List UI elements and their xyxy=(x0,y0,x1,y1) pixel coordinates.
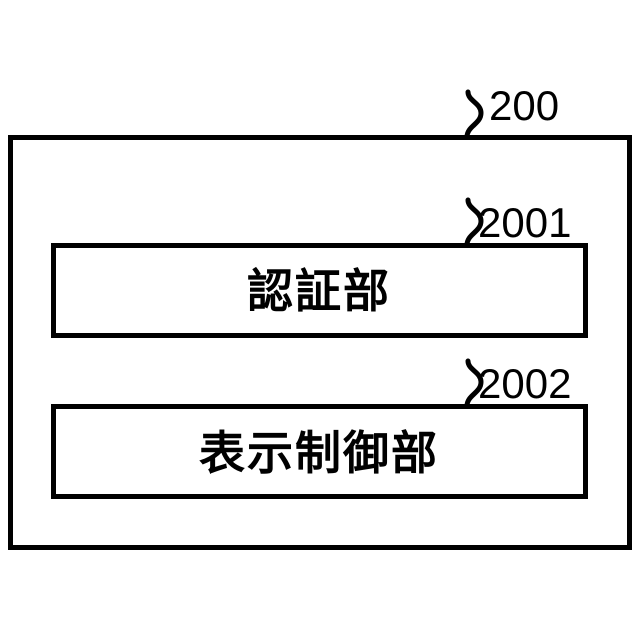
inner-block-display-control xyxy=(51,404,588,499)
leader-line-200 xyxy=(464,89,484,140)
reference-numeral-200: 200 xyxy=(489,82,559,129)
reference-numeral-2001: 2001 xyxy=(478,199,571,246)
inner-block-authentication xyxy=(51,243,588,338)
reference-numeral-2002: 2002 xyxy=(478,360,571,407)
inner-block-display-control-label: 表示制御部 xyxy=(199,426,439,480)
inner-block-authentication-label: 認証部 xyxy=(247,264,391,318)
leader-line-2001 xyxy=(464,197,484,248)
leader-line-2002 xyxy=(464,358,484,409)
